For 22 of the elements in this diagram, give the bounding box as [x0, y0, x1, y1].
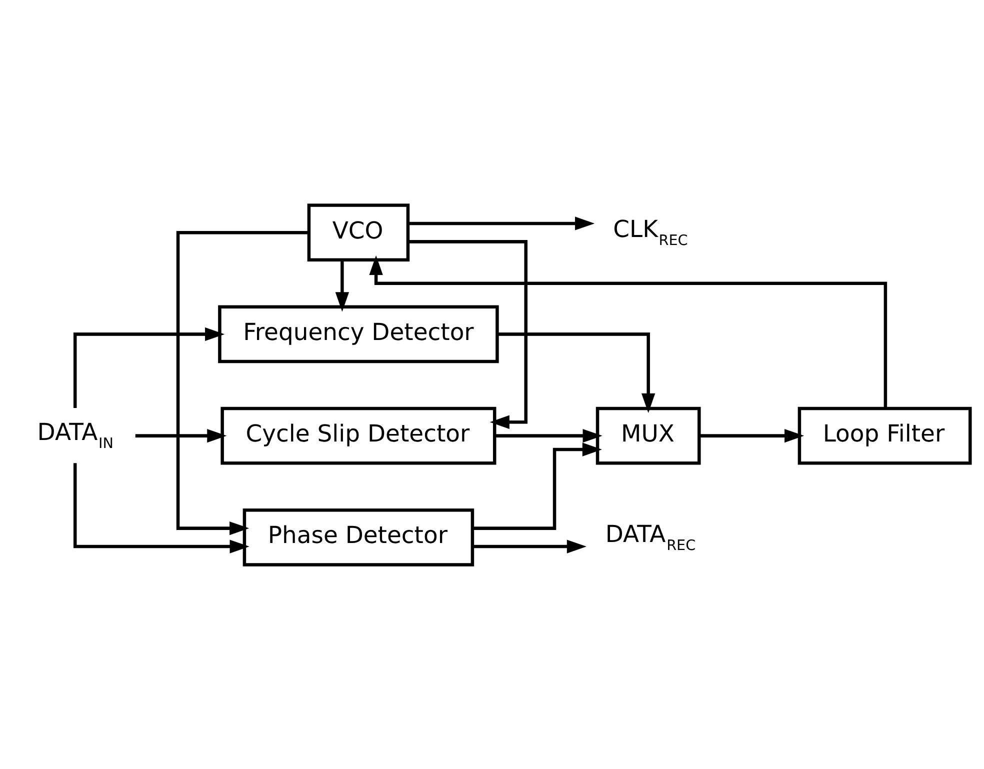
arrow [369, 254, 888, 408]
arrow [497, 332, 656, 412]
node-box: MUX [596, 406, 701, 464]
node-box: VCO [307, 203, 410, 262]
node-box: Frequency Detector [218, 304, 499, 363]
arrow [176, 230, 309, 535]
node-text: CLK$_{REC}$ [613, 214, 688, 248]
arrow [472, 442, 602, 530]
arrow [73, 462, 250, 553]
arrow [494, 428, 602, 442]
node-box: Phase Detector [242, 508, 474, 566]
node-text: DATA$_{IN}$ [37, 418, 114, 452]
arrow [135, 428, 227, 442]
arrow [408, 240, 528, 428]
node-box: Cycle Slip Detector [220, 406, 496, 464]
arrow [73, 326, 225, 408]
node-box: Loop Filter [798, 406, 972, 464]
node-text: DATA$_{REC}$ [605, 519, 696, 554]
arrow [408, 216, 595, 230]
arrow [472, 539, 586, 553]
arrow [700, 428, 804, 442]
arrow [335, 260, 350, 312]
